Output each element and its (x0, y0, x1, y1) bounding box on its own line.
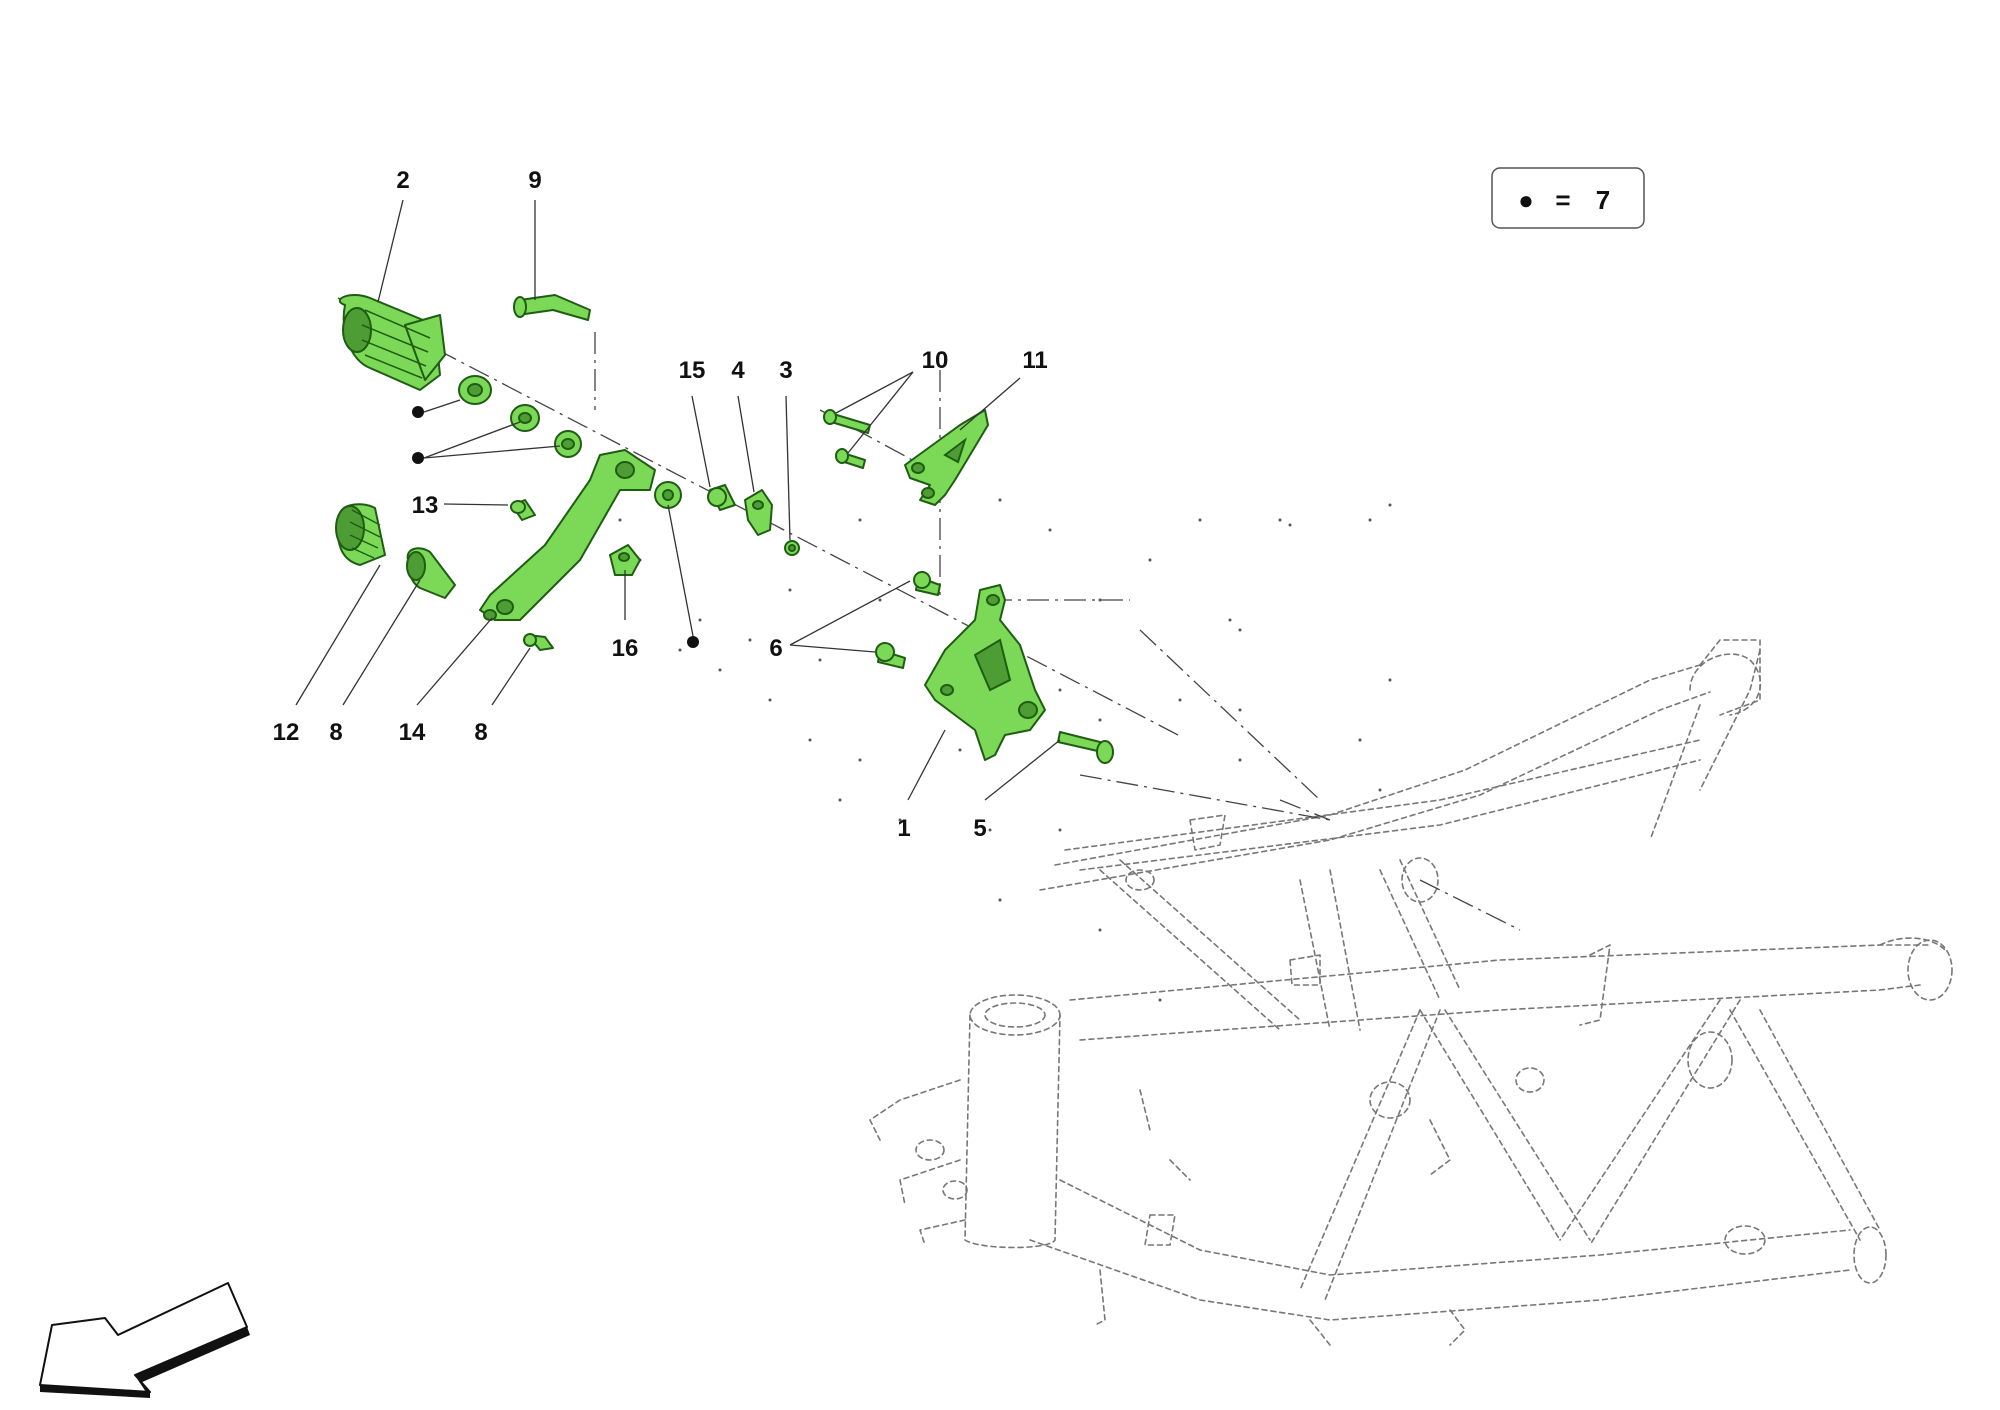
bracket-1 (924, 584, 1046, 761)
callout-5: 5 (973, 815, 986, 842)
callout-8-right: 8 (474, 719, 487, 746)
washer-mid (654, 481, 682, 509)
shift-lever (479, 449, 656, 621)
legend-equals: = (1555, 185, 1570, 215)
footpeg-lower (335, 503, 386, 566)
bracket-11 (904, 409, 989, 506)
nut-3 (784, 540, 800, 556)
callout-6: 6 (769, 635, 782, 662)
legend-markers (412, 406, 699, 648)
legend-marker-dot (412, 406, 424, 418)
screw-10a (823, 409, 871, 434)
callout-16: 16 (612, 635, 639, 662)
legend-marker-dot (687, 636, 699, 648)
callout-8-left: 8 (329, 719, 342, 746)
link-4 (744, 489, 773, 536)
callout-2: 2 (396, 167, 409, 194)
washer-upper-1 (458, 375, 492, 405)
callout-1: 1 (897, 815, 910, 842)
washer-upper-2 (510, 404, 540, 432)
legend-box: ● = 7 (1491, 167, 1645, 229)
legend-marker-dot (412, 452, 424, 464)
callout-11: 11 (1022, 347, 1047, 374)
callout-4: 4 (731, 357, 745, 384)
spacer-15 (707, 484, 736, 511)
callout-14: 14 (399, 719, 426, 746)
pin-long (513, 294, 591, 321)
drawing-specks (618, 498, 1392, 1002)
washer-upper-3 (554, 430, 582, 458)
leader-lines (295, 199, 1061, 801)
pin-lower (523, 633, 554, 651)
pivot-bolt-5 (1057, 731, 1114, 764)
bolt-6a (913, 571, 941, 596)
clevis-16 (609, 544, 641, 576)
arrow-down-left-icon (39, 1282, 250, 1398)
callout-15: 15 (679, 357, 706, 384)
rubber-grip (406, 547, 456, 599)
callout-9: 9 (528, 167, 541, 194)
callout-10: 10 (922, 347, 949, 374)
legend-dot: ● (1518, 185, 1534, 215)
callouts: 2 9 15 4 3 10 11 13 16 6 12 8 14 8 1 5 (273, 167, 1048, 842)
footpeg-upper (338, 294, 446, 391)
screw-10b (835, 448, 866, 469)
bolt-6b (875, 642, 906, 669)
frame-outline (869, 639, 1953, 1346)
callout-12: 12 (273, 719, 300, 746)
bolt-13 (510, 499, 536, 521)
callout-13: 13 (412, 492, 439, 519)
callout-3: 3 (779, 357, 792, 384)
legend-value: 7 (1596, 185, 1610, 215)
